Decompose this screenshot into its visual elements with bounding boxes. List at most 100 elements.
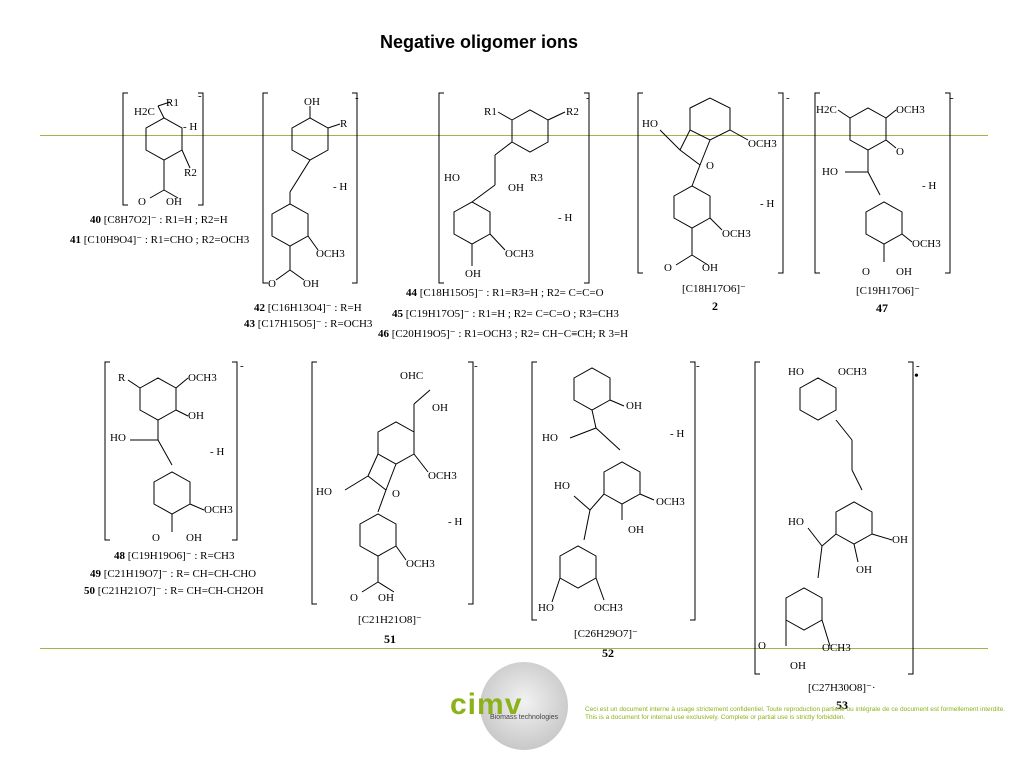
och3-53: OCH3 [838,366,867,378]
minus-h-44: - H [558,212,573,224]
o-48: O [152,532,160,544]
oh-2: OH [702,262,718,274]
r2-40: R2 [184,167,197,179]
oh-51: OH [432,402,448,414]
o-47b: O [862,266,870,278]
label-51-num: 51 [384,632,396,646]
label-45: 45 [C19H17O5]⁻ : R1=H ; R2= C=C=O ; R3=C… [392,308,619,320]
h2c-47: H2C [816,104,837,116]
structure-51 [344,389,431,593]
logo-globe-icon [480,662,568,750]
oh-53: OH [892,534,908,546]
charge-40: - [198,90,202,102]
och3-2b: OCH3 [722,228,751,240]
ho-48: HO [110,432,126,444]
structure-2 [659,97,749,266]
och3-52b: OCH3 [594,602,623,614]
divider-bottom [40,648,988,649]
och3-51: OCH3 [428,470,457,482]
h2c-40: H2C [134,106,155,118]
label-46: 46 [C20H19O5]⁻ : R1=OCH3 ; R2= CH−C≡CH; … [378,328,629,340]
och3-44: OCH3 [505,248,534,260]
minus-h-2: - H [760,198,775,210]
page-title: Negative oligomer ions [379,32,579,52]
label-41: 41 [C10H9O4]⁻ : R1=CHO ; R2=OCH3 [70,234,250,246]
label-50: 50 [C21H21O7]⁻ : R= CH=CH-CH2OH [84,585,264,597]
minus-h-51: - H [448,516,463,528]
ohc-51: OHC [400,370,424,382]
o-2b: O [664,262,672,274]
charge-2: - [786,92,790,104]
och3-48b: OCH3 [204,504,233,516]
r-48: R [118,372,126,384]
label-2-formula: [C18H17O6]⁻ [682,283,746,295]
och3-47b: OCH3 [912,238,941,250]
r2-44: R2 [566,106,579,118]
logo: cimv [450,688,523,721]
radical-dot-53: • [914,369,919,384]
label-2-num: 2 [712,299,718,313]
ho-52: HO [542,432,558,444]
och3-47: OCH3 [896,104,925,116]
och3-42: OCH3 [316,248,345,260]
label-53-num: 53 [836,698,848,712]
o-51b: O [350,592,358,604]
r1-44: R1 [484,106,497,118]
oh-44b: OH [465,268,481,280]
o-42: O [268,278,276,290]
structure-52 [551,367,655,603]
ho-53b: HO [788,516,804,528]
oh-42b: OH [303,278,319,290]
label-44: 44 [C18H15O5]⁻ : R1=R3=H ; R2= C=C=O [406,287,604,299]
r1-40: R1 [166,97,179,109]
r3-44: R3 [530,172,543,184]
structure-48 [127,377,205,532]
ho-52b: HO [554,480,570,492]
brackets [104,92,951,675]
structure-53 [785,377,893,647]
minus-h-48: - H [210,446,225,458]
label-53-formula: [C27H30O8]⁻· [808,682,876,694]
disclaimer-text: Ceci est un document interne à usage str… [585,706,1006,721]
logo-subtitle: Biomass technologies [490,714,559,721]
ho-47: HO [822,166,838,178]
label-42: 42 [C16H13O4]⁻ : R=H [254,302,362,314]
oh-40: OH [166,196,182,208]
charge-42: - [355,92,359,104]
minus-h-47: - H [922,180,937,192]
charge-48: - [240,360,244,372]
r-42: R [340,118,348,130]
charge-51: - [474,360,478,372]
ho-44: HO [444,172,460,184]
charge-44: - [586,92,590,104]
o-47: O [896,146,904,158]
oh-48: OH [188,410,204,422]
och3-2: OCH3 [748,138,777,150]
oh-42: OH [304,96,320,108]
label-47-formula: [C19H17O6]⁻ [856,285,920,297]
label-40: 40 [C8H7O2]⁻ : R1=H ; R2=H [90,214,228,226]
ho-53: HO [788,366,804,378]
oh-52: OH [626,400,642,412]
charge-52: - [696,360,700,372]
charge-53: - [916,360,920,372]
ho-2: HO [642,118,658,130]
oh-44: OH [508,182,524,194]
ho-52c: HO [538,602,554,614]
minus-h-52: - H [670,428,685,440]
o-40: O [138,196,146,208]
o-2: O [706,160,714,172]
label-52-formula: [C26H29O7]⁻ [574,628,638,640]
structure-44 [453,109,566,266]
structure-47 [837,107,913,262]
o-51: O [392,488,400,500]
oh-52b: OH [628,524,644,536]
label-47-num: 47 [876,301,888,315]
structure-40 [145,101,191,199]
label-51-formula: [C21H21O8]⁻ [358,614,422,626]
minus-h-40: - H [183,121,198,133]
label-48: 48 [C19H19O6]⁻ : R=CH3 [114,550,235,562]
oh-47: OH [896,266,912,278]
label-49: 49 [C21H19O7]⁻ : R= CH=CH-CHO [90,568,257,580]
